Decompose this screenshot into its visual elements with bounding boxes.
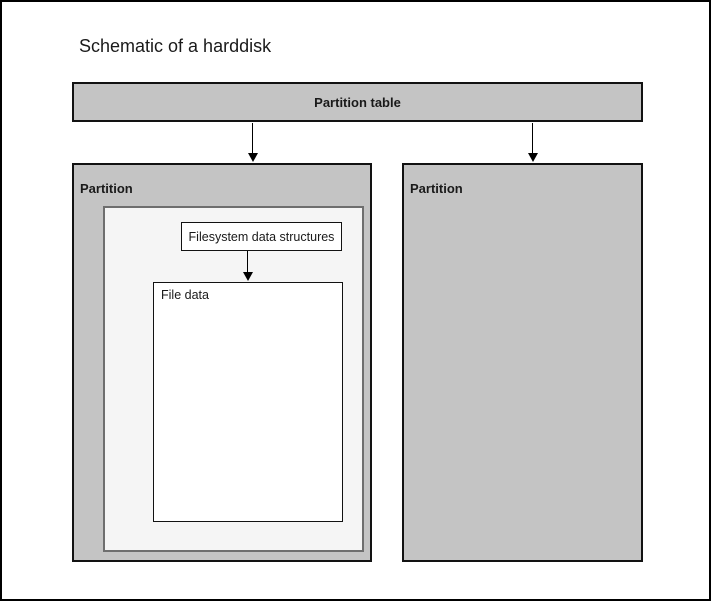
arrow-down-icon — [248, 153, 258, 162]
arrow-down-icon — [528, 153, 538, 162]
filesystem-data-structures-box: Filesystem data structures — [181, 222, 342, 251]
partition-table-box: Partition table — [72, 82, 643, 122]
partition-label-left: Partition — [80, 181, 133, 196]
arrow-shaft — [247, 251, 248, 273]
partition-box-right: Partition — [402, 163, 643, 562]
file-data-label: File data — [161, 288, 209, 302]
page-title: Schematic of a harddisk — [79, 36, 272, 56]
filesystem-data-structures-label: Filesystem data structures — [188, 229, 335, 244]
partition-table-label: Partition table — [314, 94, 401, 110]
arrow-shaft — [252, 123, 253, 154]
arrow-shaft — [532, 123, 533, 154]
partition-label-right: Partition — [410, 181, 463, 196]
arrow-down-icon — [243, 272, 253, 281]
file-data-box: File data — [153, 282, 343, 522]
